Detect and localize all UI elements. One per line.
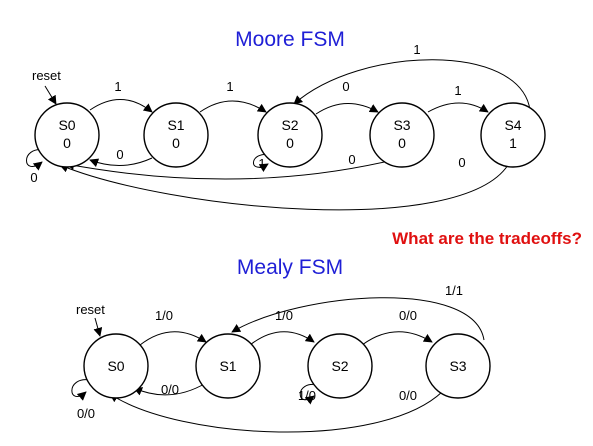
mealy-state-s3-name: S3 (449, 358, 466, 374)
moore-label-s0-s0: 0 (30, 170, 37, 185)
mealy-state-s1-name: S1 (219, 358, 236, 374)
mealy-label-s2-s3: 0/0 (399, 308, 417, 323)
mealy-label-s3-s1: 1/1 (445, 283, 463, 298)
moore-edge-s0-s1 (89, 99, 153, 113)
mealy-state-s0-name: S0 (107, 358, 124, 374)
moore-label-s3-s0: 0 (348, 152, 355, 167)
moore-state-s0: S0 0 (34, 102, 100, 168)
moore-label-s4-s2: 1 (413, 42, 420, 57)
moore-edge-s3-s0 (65, 159, 394, 180)
moore-edge-s2-s3 (315, 103, 379, 115)
mealy-label-s0-s0: 0/0 (77, 406, 95, 421)
moore-reset-arrow (44, 85, 57, 105)
moore-label-s2-s3: 0 (342, 79, 349, 94)
moore-state-s0-output: 0 (63, 135, 71, 151)
moore-edge-s1-s0 (89, 157, 153, 168)
moore-state-s3: S3 0 (369, 102, 435, 168)
mealy-edge-s2-s2 (299, 384, 319, 405)
mealy-reset-arrow (93, 317, 103, 337)
mealy-state-s0: S0 (83, 333, 149, 399)
moore-edge-s0-s0 (26, 149, 45, 171)
mealy-edge-s1-s0 (133, 382, 207, 396)
mealy-state-s2: S2 (307, 333, 373, 399)
moore-state-s1: S1 0 (143, 102, 209, 168)
tradeoffs-question: What are the tradeoffs? (392, 229, 582, 248)
moore-label-s3-s4: 1 (454, 83, 461, 98)
moore-edge-s4-s0 (59, 163, 509, 211)
mealy-edge-s2-s3 (361, 331, 433, 346)
moore-state-s4: S4 1 (480, 102, 546, 168)
mealy-label-s1-s2: 1/0 (275, 308, 293, 323)
moore-state-s3-output: 0 (398, 135, 406, 151)
moore-edge-s3-s4 (427, 102, 489, 113)
mealy-edge-s3-s0 (109, 391, 443, 433)
mealy-reset-label: reset (76, 302, 105, 317)
moore-state-s2-output: 0 (286, 135, 294, 151)
moore-state-s4-output: 1 (509, 135, 517, 151)
moore-label-s1-s2: 1 (226, 79, 233, 94)
mealy-label-s0-s1: 1/0 (155, 308, 173, 323)
mealy-state-s1: S1 (195, 333, 261, 399)
mealy-state-s2-name: S2 (331, 358, 348, 374)
moore-label-s1-s0: 0 (116, 147, 123, 162)
moore-state-s1-name: S1 (167, 117, 184, 133)
moore-label-s0-s1: 1 (114, 79, 121, 94)
mealy-title: Mealy FSM (237, 256, 343, 279)
mealy-state-s3: S3 (425, 333, 491, 399)
mealy-label-s2-s2: 1/0 (298, 388, 316, 403)
moore-state-s2-name: S2 (281, 117, 298, 133)
moore-state-s3-name: S3 (393, 117, 410, 133)
moore-state-s1-output: 0 (172, 135, 180, 151)
moore-state-s2: S2 0 (257, 102, 323, 168)
mealy-edge-s1-s2 (249, 331, 315, 346)
moore-reset-label: reset (32, 68, 61, 83)
moore-edge-s4-s2 (293, 59, 531, 111)
mealy-edge-s0-s0 (71, 379, 91, 401)
moore-state-s0-name: S0 (58, 117, 75, 133)
mealy-label-s3-s0: 0/0 (399, 388, 417, 403)
mealy-edge-s0-s1 (139, 331, 207, 346)
moore-edge-s1-s2 (199, 100, 267, 113)
moore-label-s4-s0: 0 (458, 155, 465, 170)
moore-state-s4-name: S4 (504, 117, 521, 133)
mealy-label-s1-s0: 0/0 (161, 382, 179, 397)
moore-title: Moore FSM (235, 28, 345, 51)
moore-label-s2-s2: 1 (258, 156, 265, 171)
mealy-edge-s3-s1 (231, 297, 485, 341)
